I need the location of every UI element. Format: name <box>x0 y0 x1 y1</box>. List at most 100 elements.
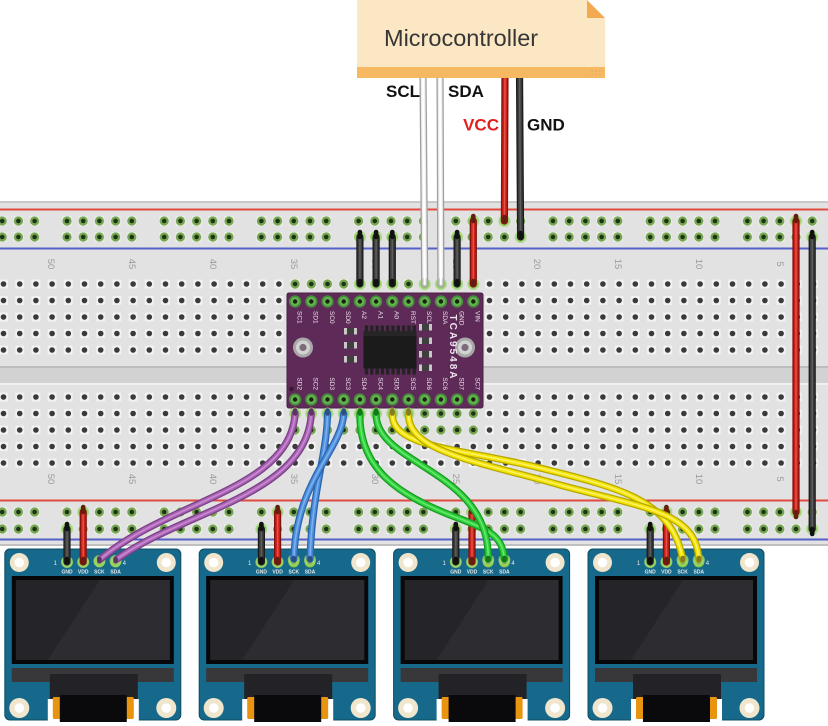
wire-sd4-oled3 <box>353 407 511 566</box>
oled-pin-label: GND <box>61 570 73 576</box>
mux-pin-label: SCL <box>425 311 432 324</box>
oled-pin-label: SCK <box>289 570 300 576</box>
oled3-gnd-jumper <box>449 521 462 568</box>
breadboard-column-number: 35 <box>288 259 299 270</box>
oled-pin1-number: 1 <box>637 561 641 567</box>
oled-pin4-number: 4 <box>706 561 710 567</box>
breadboard-column-number: 15 <box>612 259 623 270</box>
mux-pin-label: RST <box>409 311 416 324</box>
breadboard-column-number: 5 <box>774 476 785 481</box>
mux-pin-label: SD0 <box>344 311 351 324</box>
wire-gnd-black <box>514 68 527 243</box>
oled-pin-label: SDA <box>305 570 316 576</box>
breadboard-column-number: 50 <box>45 474 56 485</box>
mux-ic-chip <box>363 325 417 375</box>
wire-sd2-oled1 <box>93 407 302 567</box>
breadboard-column-number: 20 <box>531 259 542 270</box>
mux-pin-label: SD6 <box>425 377 432 390</box>
microcontroller-label: Microcontroller <box>384 25 538 51</box>
oled-pin-label: VDD <box>78 570 89 576</box>
mux-pin-label: A0 <box>393 311 400 319</box>
resize-grip-dots <box>591 70 601 76</box>
wire-sc4-oled3 <box>370 407 495 566</box>
mux-pin-label: GND <box>457 311 464 326</box>
oled-pin-label: VDD <box>661 570 672 576</box>
mux-pin-label: SD5 <box>393 377 400 390</box>
breadboard-column-number: 40 <box>207 259 218 270</box>
breadboard-column-number: 25 <box>450 474 461 485</box>
wire-sc3-oled2 <box>287 407 350 566</box>
mux-pin-label: SC4 <box>376 377 383 390</box>
wires <box>61 68 819 568</box>
oled4-gnd-jumper <box>644 521 657 568</box>
sda-label: SDA <box>448 82 484 101</box>
i2c-multiplexer-board: SC1 SD1 SC0 SD0 A2 A1 A0 RST SCL SDA GND VIN SD2 SC2 S… <box>286 292 484 409</box>
breadboard-column-number: 10 <box>693 474 704 485</box>
wire-vcc-red <box>498 68 511 227</box>
mux-pin-label: SD3 <box>328 377 335 390</box>
breadboard-column-number: 15 <box>612 474 623 485</box>
oled-pin1-number: 1 <box>248 561 252 567</box>
mux-pin-label: SD1 <box>312 311 319 324</box>
oled-pin-label: SCK <box>677 570 688 576</box>
oled-pin-label: GND <box>645 570 657 576</box>
oled-pin-label: VDD <box>467 570 478 576</box>
mux-pin-label: A1 <box>376 311 383 319</box>
breadboard-column-number: 5 <box>774 261 785 266</box>
microcontroller-block: Microcontroller <box>357 0 605 78</box>
wire-scl-white <box>418 68 431 290</box>
jumper-a2-gnd <box>353 229 366 290</box>
oled1-gnd-jumper <box>61 521 73 568</box>
oled-pin-label: GND <box>256 570 268 576</box>
mux-pin-label: SD4 <box>360 377 367 390</box>
mux-pin-label: SD2 <box>295 377 302 390</box>
oled-pin4-number: 4 <box>317 561 321 567</box>
breadboard-column-number: 35 <box>288 474 299 485</box>
gnd-label: GND <box>527 116 565 135</box>
mux-pin-label: SC3 <box>344 377 351 390</box>
scl-label: SCL <box>386 82 420 101</box>
oled-pin-label: SCK <box>94 570 105 576</box>
rail-link-black <box>806 229 819 537</box>
microcontroller-strip <box>357 67 605 78</box>
oled-pin-label: SDA <box>110 570 121 576</box>
breadboard-column-number: 30 <box>369 474 380 485</box>
mux-pin-label: A2 <box>360 311 367 319</box>
wire-sda-white <box>434 68 447 290</box>
microcontroller-body <box>357 0 605 67</box>
microcontroller-fold-corner <box>587 0 605 18</box>
mux-pin-label: SC5 <box>409 377 416 390</box>
mux-pin-label: SC0 <box>328 311 335 324</box>
mux-pin-label: SC1 <box>295 311 302 324</box>
breadboard-column-number: 45 <box>126 259 137 270</box>
jumper-vin-rail <box>467 213 480 290</box>
rail-link-red <box>790 213 802 520</box>
jumper-gnd-rail <box>451 229 464 290</box>
oled-pin-label: GND <box>450 570 462 576</box>
oled-pin4-number: 4 <box>511 561 515 567</box>
breadboard-column-number: 40 <box>207 474 218 485</box>
breadboard-column-number: 10 <box>693 259 704 270</box>
jumper-a0-gnd <box>386 229 399 290</box>
oled-pin-label: SDA <box>694 570 705 576</box>
oled-pin-label: SCK <box>483 570 494 576</box>
mux-pin-label: VIN <box>474 311 481 322</box>
breadboard-column-number: 50 <box>45 259 56 270</box>
wire-sc2-oled1 <box>109 407 318 567</box>
mux-pin-label: SDA <box>441 311 448 325</box>
mux-pin-label: SC7 <box>474 377 481 390</box>
wire-labels: SCL SDA VCC GND <box>386 82 565 135</box>
oled2-gnd-jumper <box>255 521 268 568</box>
mux-pin-label: SC6 <box>441 377 448 390</box>
mux-pin-label: SC2 <box>312 377 319 390</box>
oled-display-4: GND VDD SCK SDA 1 4 <box>587 548 765 722</box>
jumper-a1-gnd <box>370 229 383 290</box>
wire-sc5-oled4 <box>402 407 705 566</box>
mux-pin-label: SD7 <box>457 377 464 390</box>
oled-pin-label: SDA <box>499 570 510 576</box>
breadboard-column-number: 45 <box>126 474 137 485</box>
